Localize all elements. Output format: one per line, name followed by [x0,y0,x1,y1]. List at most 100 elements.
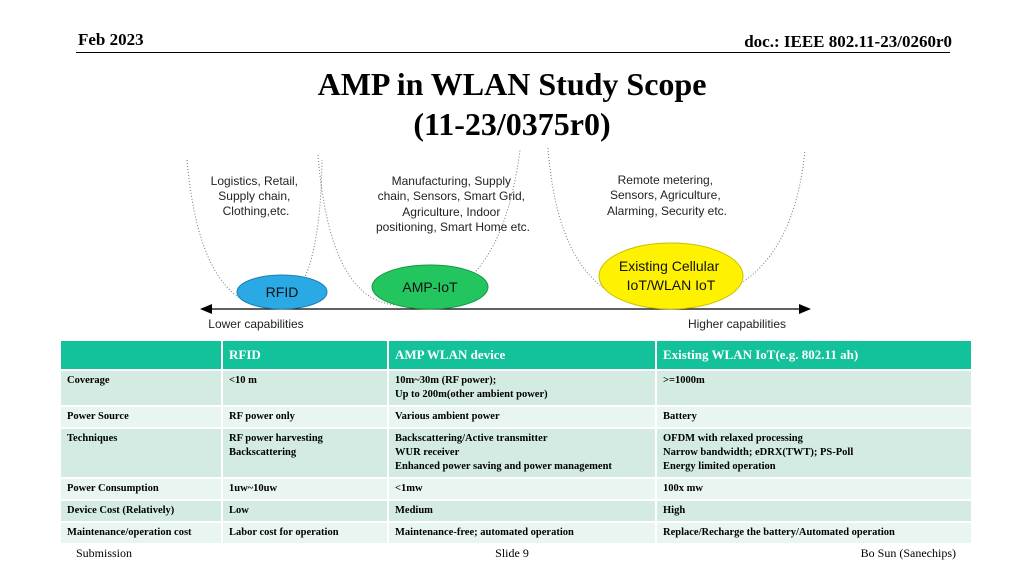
amp-caption-2: chain, Sensors, Smart Grid, [378,189,525,203]
amp-iot-label: AMP-IoT [402,279,458,295]
table-cell: <10 m [222,369,389,406]
header-divider [76,52,950,53]
cell-line: Backscattering [229,447,297,458]
cell-line: 10m~30m (RF power); [395,375,497,386]
cell-line: >=1000m [663,375,705,386]
amp-iot-use-cases: Manufacturing, Supply chain, Sensors, Sm… [376,174,530,234]
rfid-use-cases: Logistics, Retail, Supply chain, Clothin… [211,174,302,218]
cell-line: Replace/Recharge the battery/Automated o… [663,527,895,538]
cell-line: WUR receiver [395,447,460,458]
cell-line: OFDM with relaxed processing [663,433,803,444]
cell-line: Coverage [67,375,110,386]
cell-line: Device Cost (Relatively) [67,505,175,516]
table-cell: Battery [656,405,973,428]
table-row: Maintenance/operation cost Labor cost for… [61,521,973,543]
table-cell: Replace/Recharge the battery/Automated o… [656,521,973,543]
amp-caption-4: positioning, Smart Home etc. [376,220,530,234]
table-cell: High [656,499,973,522]
cell-line: Power Consumption [67,483,159,494]
table-cell: Medium [388,499,657,522]
cell-caption-2: Sensors, Agriculture, [610,188,721,202]
cell-line: Various ambient power [395,411,500,422]
cellular-use-cases: Remote metering, Sensors, Agriculture, A… [607,173,727,218]
row-label-cell: Techniques [61,427,223,478]
cell-caption-3: Alarming, Security etc. [607,204,727,218]
table-row: Coverage <10 m 10m~30m (RF power); Up to 20… [61,369,973,406]
rfid-blob [236,274,328,310]
table-header-cell: Existing WLAN IoT(e.g. 802.11 ah) [656,341,973,370]
amp-caption-1: Manufacturing, Supply [392,174,511,188]
title-line-1: AMP in WLAN Study Scope [317,66,707,102]
cell-line: Power Source [67,411,129,422]
cell-line: Medium [395,505,433,516]
cell-line: RF power harvesting [229,433,323,444]
amp-caption-3: Agriculture, Indoor [402,205,500,219]
rfid-caption-1: Logistics, Retail, [211,174,298,188]
axis-label-lower: Lower capabilities [208,317,303,331]
row-label-cell: Device Cost (Relatively) [61,499,223,522]
cell-line: RF power only [229,411,295,422]
cellular-iot-blob [598,242,744,310]
cell-line: <10 m [229,375,257,386]
table-cell: Low [222,499,389,522]
capability-diagram: Logistics, Retail, Supply chain, Clothin… [186,147,811,331]
table-cell: <1mw [388,477,657,500]
table-cell: 100x mw [656,477,973,500]
title-line-2: (11-23/0375r0) [413,106,611,142]
axis-arrow-left [200,304,212,314]
row-label-cell: Power Source [61,405,223,428]
cell-line: Enhanced power saving and power manageme… [395,461,612,472]
table-cell: >=1000m [656,369,973,406]
table-header-cell [61,341,223,370]
table-cell: 1uw~10uw [222,477,389,500]
cell-line: Energy limited operation [663,461,776,472]
cell-line: Maintenance/operation cost [67,527,192,538]
table-cell: Labor cost for operation [222,521,389,543]
cellular-label-1: Existing Cellular [619,258,720,274]
table-row: Power Source RF power only Various ambient… [61,405,973,428]
table-header-cell: AMP WLAN device [388,341,657,370]
slide-title: AMP in WLAN Study Scope (11-23/0375r0) [0,64,1024,144]
cell-caption-1: Remote metering, [618,173,713,187]
cell-line: Maintenance-free; automated operation [395,527,574,538]
table-row: Device Cost (Relatively) Low Medium High [61,499,973,522]
cell-line: Battery [663,411,697,422]
table-header-row: RFID AMP WLAN device Existing WLAN IoT(e… [61,341,973,370]
rfid-label: RFID [266,284,299,300]
cell-line: Techniques [67,433,118,444]
axis-arrow-right [799,304,811,314]
table-cell: Maintenance-free; automated operation [388,521,657,543]
cellular-iot-label: Existing Cellular IoT/WLAN IoT [619,258,723,293]
cell-line: Backscattering/Active transmitter [395,433,548,444]
row-label-cell: Maintenance/operation cost [61,521,223,543]
rfid-caption-2: Supply chain, [218,189,290,203]
cellular-label-2: IoT/WLAN IoT [627,277,716,293]
table-header-cell: RFID [222,341,389,370]
footer-slide-number: Slide 9 [495,546,529,560]
table-cell: RF power only [222,405,389,428]
row-label-cell: Power Consumption [61,477,223,500]
cell-line: 1uw~10uw [229,483,278,494]
amp-iot-scope-curve [317,149,521,306]
row-label-cell: Coverage [61,369,223,406]
cell-line: High [663,505,686,516]
rfid-caption-3: Clothing,etc. [223,204,290,218]
table-cell: 10m~30m (RF power); Up to 200m(other ambi… [388,369,657,406]
header-doc-id: doc.: IEEE 802.11-23/0260r0 [744,32,952,51]
cell-line: Up to 200m(other ambient power) [395,389,548,400]
cell-line: Narrow bandwidth; eDRX(TWT); PS-Poll [663,447,854,458]
axis-label-higher: Higher capabilities [688,317,786,331]
cell-line: <1mw [395,483,423,494]
cell-line: Labor cost for operation [229,527,339,538]
table-cell: Various ambient power [388,405,657,428]
comparison-table: RFID AMP WLAN device Existing WLAN IoT(e… [61,341,973,543]
cell-line: Low [229,505,249,516]
cell-line: 100x mw [663,483,703,494]
header-date: Feb 2023 [78,30,144,49]
footer-submission: Submission [76,546,133,560]
table-row: Power Consumption 1uw~10uw <1mw 100x mw [61,477,973,500]
